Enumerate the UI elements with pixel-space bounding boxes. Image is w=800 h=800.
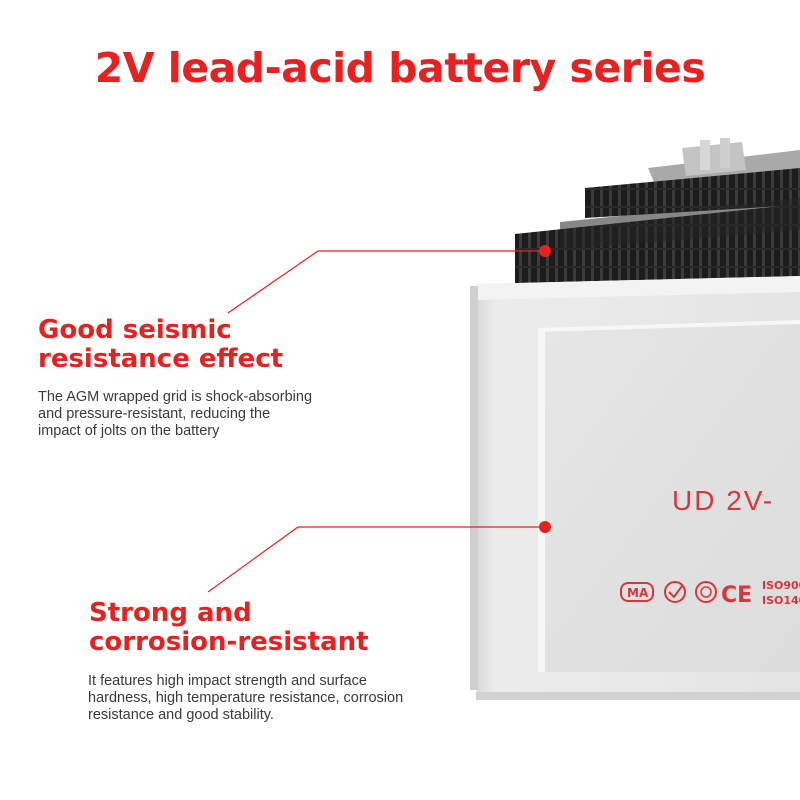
callout-seismic — [227, 245, 551, 314]
feature-title-corrosion: Strong and corrosion-resistant — [89, 599, 409, 657]
check-mark-icon — [664, 581, 686, 603]
feature-title-seismic: Good seismic resistance effect — [38, 316, 338, 374]
iso-9001-text: ISO900 — [762, 579, 800, 592]
feature-description-line: The AGM wrapped grid is shock-absorbing — [38, 389, 313, 405]
grid-stack — [515, 168, 800, 286]
feature-description-line: It features high impact strength and sur… — [88, 673, 367, 689]
iso-14001-text: ISO1400 — [762, 594, 800, 607]
certification-marks: MA CE ISO900 ISO1400 — [620, 579, 800, 608]
feature-title-line: corrosion-resistant — [89, 627, 369, 657]
ma-mark-text: MA — [627, 586, 649, 600]
battery-model-label: UD 2V- — [672, 485, 774, 516]
gc-mark-icon — [695, 581, 717, 603]
feature-description-line: hardness, high temperature resistance, c… — [88, 690, 404, 706]
feature-description-line: and pressure-resistant, reducing the — [38, 406, 271, 422]
ma-mark-icon — [620, 582, 654, 602]
feature-description-corrosion: It features high impact strength and sur… — [88, 673, 458, 724]
feature-description-line: resistance and good stability. — [88, 707, 274, 723]
feature-description-seismic: The AGM wrapped grid is shock-absorbing … — [38, 389, 358, 440]
page-title: 2V lead-acid battery series — [94, 44, 706, 92]
callout-dot-icon — [539, 521, 551, 533]
callout-dot-icon — [539, 245, 551, 257]
feature-title-line: Strong and — [89, 598, 252, 628]
feature-description-line: impact of jolts on the battery — [38, 423, 220, 439]
callout-corrosion — [207, 521, 551, 593]
feature-title-line: resistance effect — [38, 344, 284, 374]
feature-title-line: Good seismic — [38, 315, 232, 345]
ce-mark: CE — [721, 583, 752, 608]
battery-case — [470, 276, 800, 700]
